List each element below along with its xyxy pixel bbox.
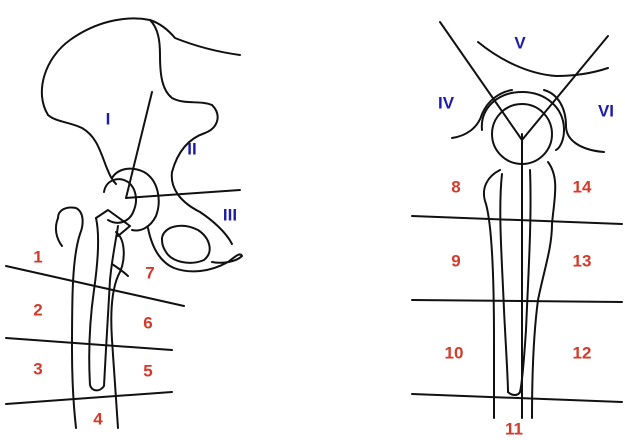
greater-trochanter bbox=[56, 218, 62, 246]
ap-zone-line-3 bbox=[6, 392, 172, 404]
zone-label-3: 3 bbox=[33, 359, 42, 378]
zone-label-6: 6 bbox=[143, 313, 152, 332]
lateral-view: 8 9 10 11 12 13 14 IV V VI bbox=[412, 22, 622, 438]
lateral-femur-anterior bbox=[484, 170, 500, 418]
zone-label-4: 4 bbox=[93, 409, 103, 428]
zone-label-8: 8 bbox=[451, 177, 460, 196]
zone-label-14: 14 bbox=[573, 177, 592, 196]
zone-label-13: 13 bbox=[573, 251, 592, 270]
zone-label-2: 2 bbox=[33, 300, 42, 319]
zone-label-VI: VI bbox=[598, 101, 614, 120]
zone-label-10: 10 bbox=[445, 343, 464, 362]
ap-view: 1 2 3 4 5 6 7 I II III bbox=[6, 18, 242, 428]
lateral-stem-left bbox=[500, 174, 508, 392]
zone-label-11: 11 bbox=[505, 419, 523, 438]
zone-label-9: 9 bbox=[451, 251, 460, 270]
lateral-pelvis-right bbox=[544, 90, 604, 152]
zone-label-II: II bbox=[187, 139, 196, 158]
zone-label-V: V bbox=[514, 33, 526, 52]
lateral-stem-tip bbox=[508, 392, 520, 395]
obturator-foramen bbox=[162, 226, 210, 263]
acetabular-line-b bbox=[126, 190, 240, 198]
lateral-zone-line-1 bbox=[412, 216, 622, 224]
iliac-notch bbox=[150, 20, 212, 105]
zone-label-III: III bbox=[223, 205, 237, 224]
lateral-femur-posterior bbox=[532, 162, 555, 418]
zone-label-IV: IV bbox=[438, 93, 455, 112]
femoral-head bbox=[104, 179, 136, 223]
acetabular-line-a bbox=[126, 92, 152, 198]
zone-label-12: 12 bbox=[573, 343, 592, 362]
iliac-wing-outline bbox=[42, 18, 240, 115]
lateral-acetabular-line-left bbox=[440, 22, 522, 140]
zone-label-5: 5 bbox=[143, 361, 152, 380]
lateral-zone-line-2 bbox=[412, 300, 622, 302]
zone-label-I: I bbox=[106, 109, 111, 128]
femur-lateral-cortex bbox=[58, 207, 83, 428]
pelvic-brim bbox=[172, 105, 218, 212]
zone-label-7: 7 bbox=[145, 263, 154, 282]
zone-label-1: 1 bbox=[33, 247, 42, 266]
